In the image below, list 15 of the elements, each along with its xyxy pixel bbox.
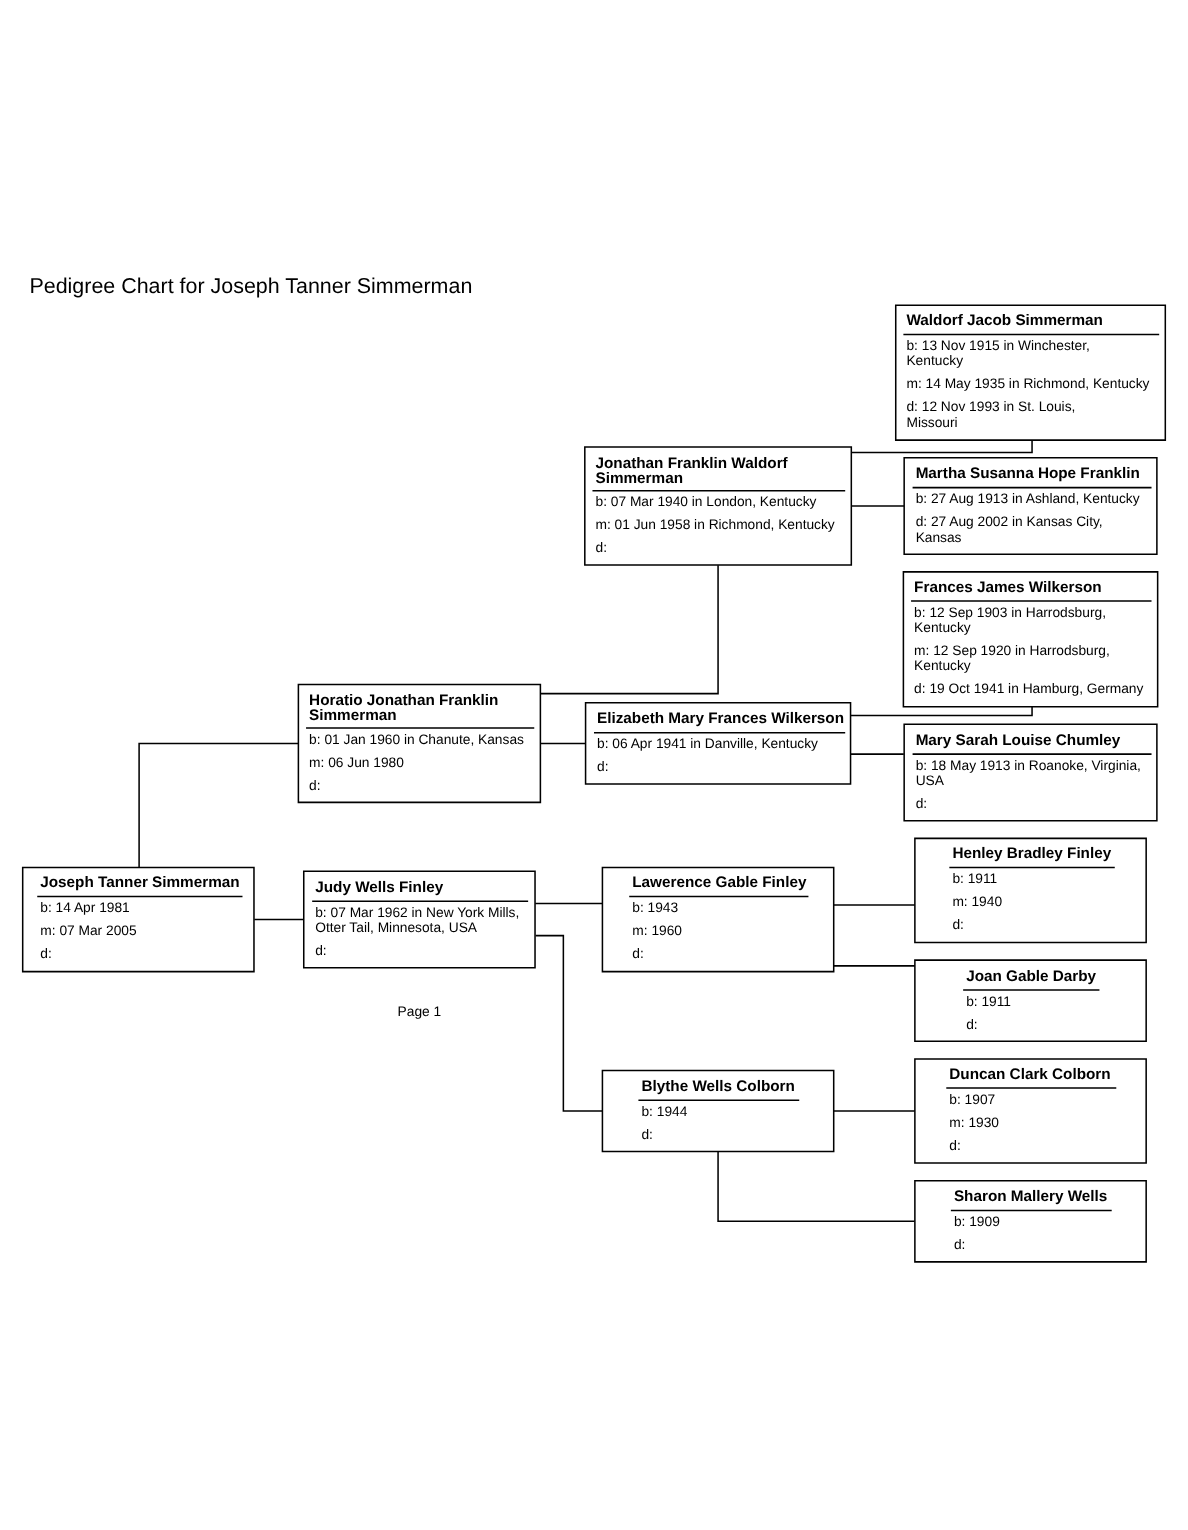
connector bbox=[850, 438, 1033, 453]
connector bbox=[539, 563, 719, 694]
connector bbox=[833, 964, 916, 966]
connector bbox=[833, 1109, 916, 1111]
connector bbox=[849, 752, 905, 754]
connector bbox=[850, 504, 905, 506]
connector bbox=[850, 704, 1033, 716]
connector bbox=[138, 741, 299, 867]
connector bbox=[717, 1150, 916, 1222]
connector bbox=[253, 917, 305, 920]
connector bbox=[833, 903, 916, 905]
diagram-title: Pedigree Chart for Joseph Tanner Simmerman bbox=[29, 274, 473, 299]
connector bbox=[534, 933, 604, 1111]
connector bbox=[539, 741, 586, 744]
connector bbox=[534, 901, 603, 904]
